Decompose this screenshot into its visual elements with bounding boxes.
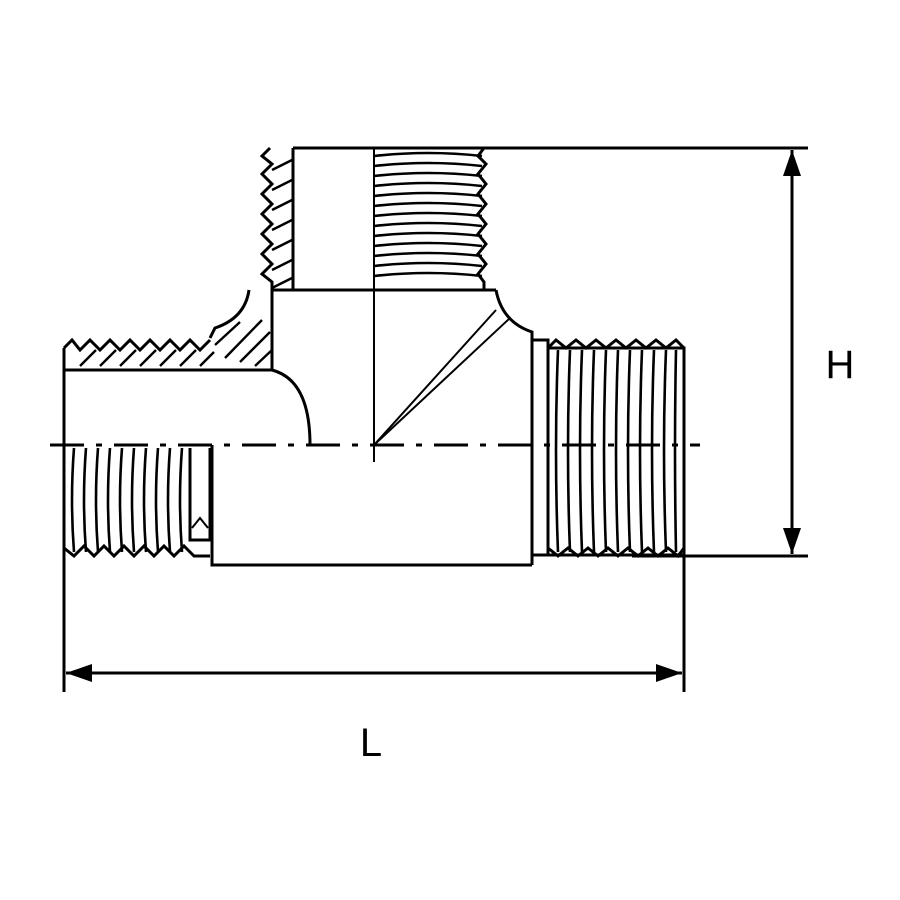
top-thread-lines bbox=[373, 151, 483, 278]
left-top-thread-teeth bbox=[62, 337, 212, 353]
right-top-thread-teeth bbox=[546, 337, 686, 350]
right-branch bbox=[532, 337, 686, 559]
h-arrow-bottom bbox=[783, 528, 801, 554]
right-thread-lines bbox=[554, 349, 678, 553]
l-arrow-right bbox=[656, 664, 682, 682]
top-branch bbox=[259, 146, 489, 445]
length-label: L bbox=[360, 721, 382, 765]
h-arrow-top bbox=[783, 150, 801, 176]
top-left-thread-teeth bbox=[259, 146, 275, 290]
left-thread-lines bbox=[70, 447, 184, 553]
l-arrow-left bbox=[66, 664, 92, 682]
height-label: H bbox=[826, 343, 855, 387]
left-branch bbox=[62, 337, 272, 559]
dimension-h: H bbox=[484, 146, 855, 558]
tee-body bbox=[208, 288, 534, 567]
dimension-l: L bbox=[62, 555, 686, 765]
top-right-thread-teeth bbox=[476, 147, 489, 290]
